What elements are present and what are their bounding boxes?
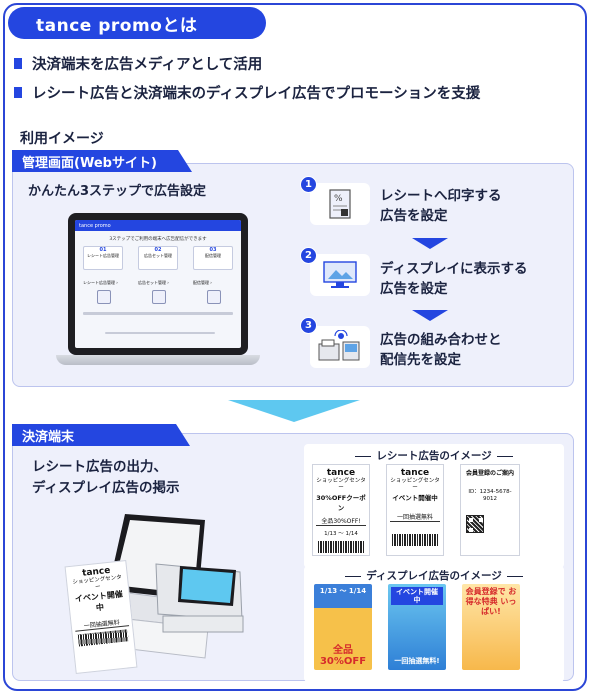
bullet-item: レシート広告と決済端末のディスプレイ広告でプロモーションを支援 — [14, 82, 480, 103]
flow-arrow-icon — [228, 400, 360, 422]
poster-headline: 会員登録で お得な特典 いっぱい! — [465, 587, 517, 616]
receipt-offer: 全品30%OFF! — [316, 516, 366, 526]
poster-headline: イベント開催中 — [391, 587, 443, 605]
poster-offer: 一回抽選無料! — [394, 657, 440, 665]
signal-icon — [207, 290, 221, 304]
screen-card-label: 配信管理 › — [193, 280, 212, 285]
screen-step-label: レシート広告管理 — [87, 253, 119, 258]
printed-receipt: tance ショッピングセンター イベント開催中 一回抽選無料 — [64, 560, 138, 674]
receipt-ad-title: レシート広告のイメージ — [304, 448, 564, 463]
terminal-line: レシート広告の出力、 — [32, 459, 167, 475]
laptop-illustration: tance promo 3ステップでご利用の端末へ広告配信ができます 01 レシ… — [56, 213, 260, 371]
bullet-marker — [14, 87, 22, 98]
display-ad-title: ディスプレイ広告のイメージ — [304, 568, 564, 583]
step-text: レシートへ印字する 広告を設定 — [380, 186, 502, 226]
screen-step-box: 01 レシート広告管理 — [83, 246, 123, 270]
bullet-text: 決済端末を広告メディアとして活用 — [32, 57, 263, 73]
laptop-base — [56, 355, 260, 365]
screen-step-num: 03 — [209, 247, 217, 253]
step-line: 広告の組み合わせと — [380, 332, 502, 348]
layers-icon — [152, 290, 166, 304]
screen-footer-line — [105, 332, 215, 334]
page-title: tance promoとは — [8, 7, 266, 39]
receipt-sample: tance ショッピングセンター イベント開催中 一回抽選無料 — [386, 464, 444, 556]
step-line: 広告を設定 — [380, 281, 448, 297]
bullet-marker — [14, 58, 22, 69]
display-ad-sample: イベント開催中 一回抽選無料! — [388, 584, 446, 670]
receipt-headline: 会員登録のご案内 — [465, 470, 514, 477]
receipt-icon — [97, 290, 111, 304]
step-number: 2 — [300, 247, 317, 264]
display-settings-icon — [310, 254, 370, 296]
screen-text-line — [83, 312, 233, 315]
receipt-member-id: ID：1234-5678-9012 — [468, 489, 512, 502]
step-number: 3 — [300, 317, 317, 334]
svg-text:%: % — [334, 194, 343, 204]
screen-step-label: 広告セット管理 — [144, 253, 172, 258]
bullet-text: レシート広告と決済端末のディスプレイ広告でプロモーションを支援 — [32, 86, 481, 102]
laptop-lid: tance promo 3ステップでご利用の端末へ広告配信ができます 01 レシ… — [68, 213, 248, 355]
screen-step-label: 配信管理 — [205, 253, 221, 258]
screen-brand: tance promo — [79, 222, 111, 229]
step-text: 広告の組み合わせと 配信先を設定 — [380, 330, 502, 370]
terminal-device-icon — [89, 514, 244, 659]
admin-tab: 管理画面(Webサイト) — [12, 150, 192, 172]
bullet-item: 決済端末を広告メディアとして活用 — [14, 53, 262, 74]
receipt-headline: 30%OFFクーポン — [316, 494, 366, 512]
step-line: レシートへ印字する — [380, 188, 502, 204]
terminal-description: レシート広告の出力、 ディスプレイ広告の掲示 — [32, 457, 180, 499]
screen-card-label: レシート広告管理 › — [83, 280, 118, 285]
laptop-screen: tance promo 3ステップでご利用の端末へ広告配信ができます 01 レシ… — [75, 220, 241, 348]
qr-code-icon — [466, 515, 484, 533]
arrow-down-icon — [412, 310, 448, 321]
payment-terminal-illustration: tance ショッピングセンター イベント開催中 一回抽選無料 — [30, 508, 260, 678]
receipt-period: 1/13 ～ 1/14 — [324, 531, 358, 537]
usage-label: 利用イメージ — [20, 131, 104, 147]
step-line: 配信先を設定 — [380, 352, 461, 368]
receipt-sub: ショッピングセンター — [316, 478, 366, 491]
receipt-logo: tance — [326, 468, 356, 478]
screen-header: tance promo — [75, 220, 241, 231]
terminal-line: ディスプレイ広告の掲示 — [32, 480, 180, 496]
receipt-offer: 一回抽選無料 — [390, 512, 440, 522]
screen-step-num: 02 — [154, 247, 162, 253]
step-text: ディスプレイに表示する 広告を設定 — [380, 259, 528, 299]
screen-step-num: 01 — [99, 247, 107, 253]
barcode-icon — [318, 541, 364, 553]
poster-headline: 1/13 ～ 1/14 — [319, 587, 367, 595]
step-number: 1 — [300, 176, 317, 193]
step-line: ディスプレイに表示する — [380, 261, 528, 277]
receipt-sample: tance ショッピングセンター 30%OFFクーポン 全品30%OFF! 1/… — [312, 464, 370, 556]
arrow-down-icon — [412, 238, 448, 249]
receipt-headline: イベント開催中 — [74, 589, 124, 613]
terminal-tab: 決済端末 — [12, 424, 190, 446]
screen-step-box: 03 配信管理 — [193, 246, 233, 270]
screen-heading: 3ステップでご利用の端末へ広告配信ができます — [109, 237, 207, 242]
admin-subtitle: かんたん3ステップで広告設定 — [28, 184, 207, 199]
receipt-sample: 会員登録のご案内 ID：1234-5678-9012 — [460, 464, 520, 556]
display-ad-sample: 会員登録で お得な特典 いっぱい! — [462, 584, 520, 670]
receipt-sub: ショッピングセンター — [390, 478, 440, 491]
barcode-icon — [392, 534, 438, 546]
receipt-settings-icon: % — [310, 183, 370, 225]
receipt-headline: イベント開催中 — [392, 494, 438, 502]
barcode-icon — [77, 629, 129, 647]
step-line: 広告を設定 — [380, 208, 448, 224]
combination-settings-icon — [310, 326, 370, 368]
display-ad-sample: 1/13 ～ 1/14 全品 30%OFF — [314, 584, 372, 670]
receipt-logo: tance — [400, 468, 430, 478]
screen-card-label: 広告セット管理 › — [138, 280, 169, 285]
screen-step-box: 02 広告セット管理 — [138, 246, 178, 270]
poster-offer: 全品 30%OFF — [319, 645, 367, 667]
